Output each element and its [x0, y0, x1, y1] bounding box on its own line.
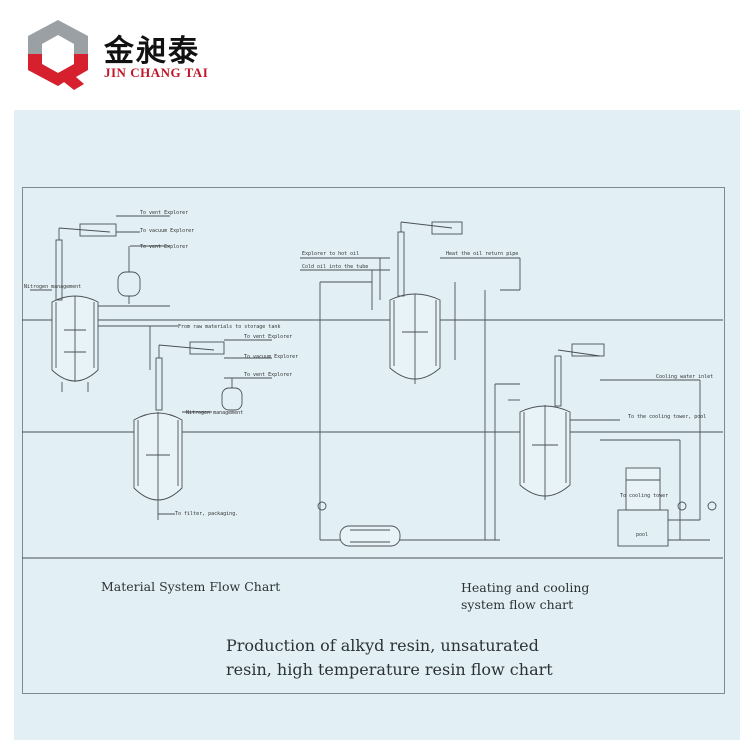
diagram-label: Nitrogen management: [186, 410, 243, 416]
diagram-label: To vent Explorer: [244, 334, 292, 340]
heating-cooling-caption: Heating and cooling system flow chart: [461, 579, 621, 613]
diagram-label: To vent Explorer: [140, 244, 188, 250]
cooling-tower: [617, 467, 669, 547]
heating-caption-line1: Heating and cooling: [461, 580, 590, 595]
heating-caption-line2: system flow chart: [461, 597, 574, 612]
diagram-label: pool: [636, 532, 648, 538]
brand-name-chinese: 金昶泰: [104, 34, 200, 69]
diagram-label: Nitrogen management: [24, 284, 81, 290]
diagram-label: To vent Explorer: [244, 372, 292, 378]
diagram-label: To vacuum Explorer: [244, 354, 298, 360]
diagram-label: Cold oil into the tube: [302, 264, 368, 270]
diagram-label: Cooling water inlet: [656, 374, 713, 380]
diagram-label: From raw materials to storage tank: [178, 324, 280, 330]
main-title-caption: Production of alkyd resin, unsaturated r…: [226, 634, 606, 682]
material-system-caption: Material System Flow Chart: [101, 579, 281, 594]
jin-chang-tai-logo: [28, 20, 88, 90]
brand-name-english: JIN CHANG TAI: [104, 65, 209, 80]
main-caption-line2: resin, high temperature resin flow chart: [226, 660, 553, 679]
reactor-3: [389, 293, 441, 384]
diagram-label: Heat the oil return pipe: [446, 251, 518, 257]
diagram-label: To filter, packaging.: [175, 511, 238, 517]
diagram-label: To vacuum Explorer: [140, 228, 194, 234]
diagram-label: To vent Explorer: [140, 210, 188, 216]
diagram-frame: [22, 187, 725, 694]
reactor-2: [133, 412, 183, 502]
main-caption-line1: Production of alkyd resin, unsaturated: [226, 636, 539, 655]
diagram-label: To the cooling tower, pool: [628, 414, 706, 420]
reactor-4: [519, 405, 571, 500]
heat-exchanger: [339, 525, 401, 547]
diagram-label: Explorer to hot oil: [302, 251, 359, 257]
reactor-1: [51, 295, 99, 392]
diagram-label: To cooling tower: [620, 493, 668, 499]
